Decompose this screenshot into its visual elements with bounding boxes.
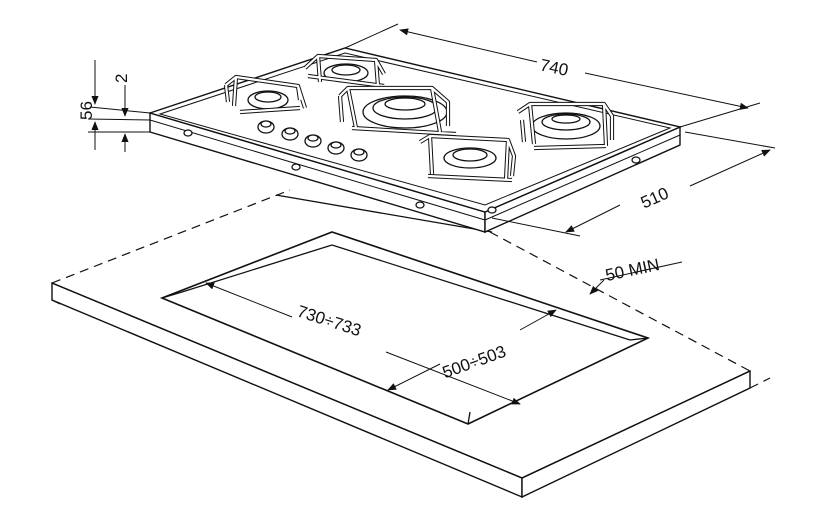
grate-right-icon	[516, 101, 615, 151]
knob-2-icon	[281, 127, 299, 141]
control-knobs	[257, 120, 368, 162]
knob-4-icon	[327, 141, 345, 155]
label-hob-depth: 510	[638, 184, 672, 213]
hob	[147, 47, 683, 234]
worktop-rear-edge	[275, 194, 493, 233]
worktop-right-under-dashed	[749, 377, 771, 389]
cutout-opening	[159, 231, 651, 425]
knob-5-icon	[350, 148, 368, 162]
worktop-right-top-edge	[521, 370, 751, 479]
knob-3-icon	[304, 134, 322, 148]
dimension-lines	[87, 23, 776, 405]
burner-rear-left-icon	[247, 90, 289, 110]
burner-wok-icon	[362, 95, 448, 129]
burner-right-icon	[531, 112, 601, 140]
knob-1-icon	[257, 120, 275, 134]
grate-front-right-icon	[418, 133, 517, 183]
grate-rear-left-icon	[223, 74, 308, 115]
worktop-front-top-edge	[51, 282, 523, 479]
grate-rear-center-icon	[303, 53, 386, 89]
label-hob-height: 56	[77, 101, 96, 120]
label-glass-thickness: 2	[112, 74, 131, 83]
fixing-brackets	[183, 129, 641, 214]
label-min-distance: 50 MIN	[604, 255, 662, 285]
worktop-left-dashed	[51, 189, 291, 284]
worktop-back-dashed	[489, 231, 751, 372]
burner-front-right-icon	[443, 147, 497, 169]
label-hob-width: 740	[538, 55, 570, 79]
hob-glass-bevel	[158, 52, 672, 206]
worktop-under-dashed	[51, 299, 61, 305]
worktop-right-edge	[521, 369, 751, 499]
worktop	[51, 189, 771, 499]
pan-supports	[223, 53, 615, 183]
grate-wok-icon	[337, 85, 457, 137]
